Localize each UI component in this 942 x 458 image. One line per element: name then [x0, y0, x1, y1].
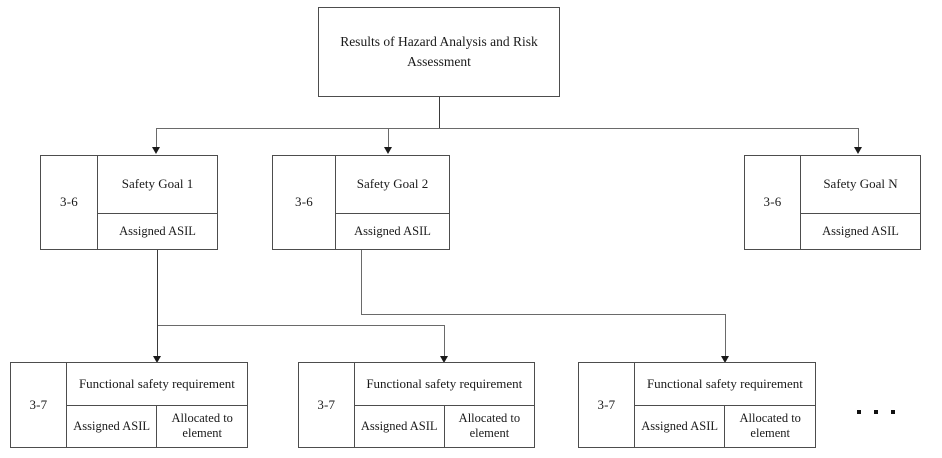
- ellipsis-dot-3: [891, 410, 895, 414]
- safety-goal-clause-1: 3-6: [41, 156, 98, 249]
- connector-drop-goal-n: [858, 128, 859, 148]
- safety-goal-title-2: Safety Goal 2: [356, 176, 429, 192]
- requirement-assigned-asil-1: Assigned ASIL: [73, 418, 150, 433]
- safety-goal-asil-1: Assigned ASIL: [119, 223, 196, 238]
- safety-goal-subrow-2: Assigned ASIL: [336, 212, 449, 249]
- safety-goal-clause-2: 3-6: [273, 156, 336, 249]
- connector-goal1-stem: [157, 250, 158, 325]
- requirement-title-2: Functional safety requirement: [366, 375, 523, 391]
- connector-goal2-stem: [361, 250, 362, 314]
- arrow-head-requirement-2: [440, 356, 448, 363]
- arrow-head-requirement-1: [153, 356, 161, 363]
- safety-goal-title-n: Safety Goal N: [823, 176, 898, 192]
- requirement-node-3: 3-7 Functional safety requirement Assign…: [578, 362, 816, 448]
- safety-goal-body-n: Safety Goal N Assigned ASIL: [801, 156, 920, 249]
- safety-goal-title-1: Safety Goal 1: [121, 176, 194, 192]
- continuation-ellipsis: [857, 410, 895, 414]
- ellipsis-dot-2: [874, 410, 878, 414]
- requirement-clause-3: 3-7: [579, 363, 635, 447]
- requirement-subrow-3: Assigned ASIL Allocated to element: [634, 404, 815, 447]
- connector-drop-requirement-3: [725, 314, 726, 360]
- requirement-body-3: Functional safety requirement Assigned A…: [634, 363, 815, 447]
- requirement-node-1: 3-7 Functional safety requirement Assign…: [10, 362, 248, 448]
- safety-goal-clause-n: 3-6: [745, 156, 801, 249]
- safety-goal-node-2: 3-6 Safety Goal 2 Assigned ASIL: [272, 155, 450, 250]
- connector-goal2-bus: [361, 314, 726, 315]
- safety-goal-asil-2: Assigned ASIL: [354, 223, 431, 238]
- safety-goal-subrow-n: Assigned ASIL: [801, 212, 920, 249]
- connector-goal1-bus: [157, 325, 445, 326]
- requirement-title-1: Functional safety requirement: [78, 375, 235, 391]
- requirement-assigned-asil-2: Assigned ASIL: [360, 418, 438, 433]
- arrow-head-goal-2: [384, 147, 392, 154]
- connector-drop-requirement-1: [157, 325, 158, 360]
- connector-drop-goal-1: [156, 128, 157, 148]
- connector-root-stem: [439, 97, 440, 128]
- requirement-allocated-element-1: Allocated to element: [156, 405, 247, 447]
- requirement-assigned-asil-3: Assigned ASIL: [641, 418, 718, 433]
- root-node-label: Results of Hazard Analysis and Risk Asse…: [340, 34, 538, 69]
- safety-goal-asil-n: Assigned ASIL: [822, 223, 899, 238]
- arrow-head-goal-n: [854, 147, 862, 154]
- requirement-node-2: 3-7 Functional safety requirement Assign…: [298, 362, 535, 448]
- safety-goal-subrow-1: Assigned ASIL: [98, 212, 217, 249]
- requirement-allocated-element-2: Allocated to element: [443, 405, 534, 447]
- arrow-head-requirement-3: [721, 356, 729, 363]
- requirement-title-3: Functional safety requirement: [646, 375, 803, 391]
- connector-drop-requirement-2: [444, 325, 445, 360]
- ellipsis-dot-1: [857, 410, 861, 414]
- connector-level1-bus: [156, 128, 859, 129]
- safety-goal-body-1: Safety Goal 1 Assigned ASIL: [98, 156, 217, 249]
- requirement-body-2: Functional safety requirement Assigned A…: [354, 363, 534, 447]
- requirement-clause-2: 3-7: [299, 363, 355, 447]
- requirement-allocated-element-3: Allocated to element: [724, 405, 815, 447]
- requirement-body-1: Functional safety requirement Assigned A…: [66, 363, 247, 447]
- safety-goal-node-1: 3-6 Safety Goal 1 Assigned ASIL: [40, 155, 218, 250]
- arrow-head-goal-1: [152, 147, 160, 154]
- safety-goal-body-2: Safety Goal 2 Assigned ASIL: [336, 156, 449, 249]
- safety-goal-node-n: 3-6 Safety Goal N Assigned ASIL: [744, 155, 921, 250]
- connector-drop-goal-2: [388, 128, 389, 148]
- requirement-clause-1: 3-7: [11, 363, 67, 447]
- requirement-subrow-1: Assigned ASIL Allocated to element: [66, 404, 247, 447]
- root-node-hazard-analysis: Results of Hazard Analysis and Risk Asse…: [318, 7, 560, 97]
- requirement-subrow-2: Assigned ASIL Allocated to element: [354, 404, 534, 447]
